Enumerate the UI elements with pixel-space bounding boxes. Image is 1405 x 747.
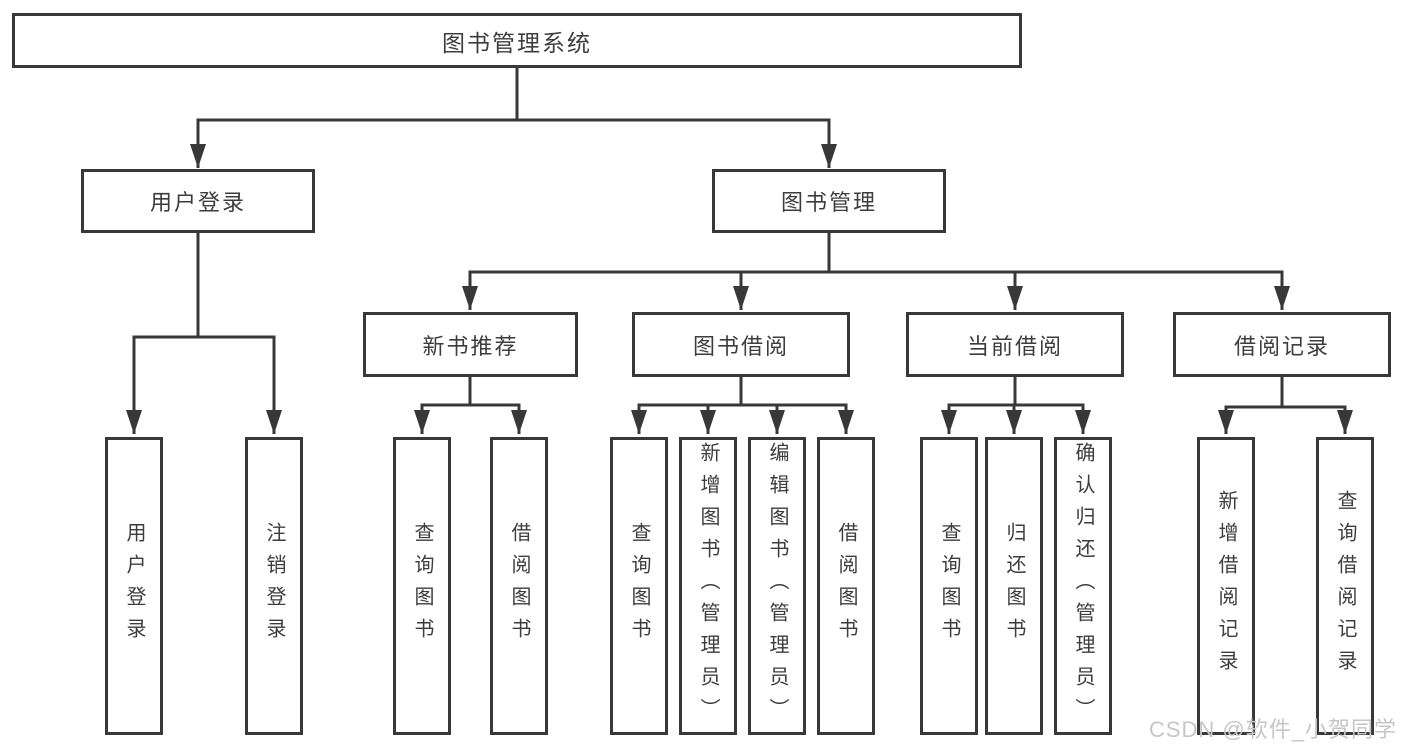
leaf-records-add-record-label: 新增借阅记录 [1215, 490, 1237, 682]
leaf-recommend-query-books: 查询图书 [393, 437, 451, 735]
leaf-current-query-books: 查询图书 [920, 437, 978, 735]
leaf-user-login: 用户登录 [105, 437, 163, 735]
csdn-watermark: CSDN @软件_小贺同学 [1148, 717, 1397, 742]
leaf-current-return-books: 归还图书 [985, 437, 1043, 735]
node-book-management: 图书管理 [712, 169, 946, 233]
leaf-user-login-label: 用户登录 [123, 522, 145, 650]
leaf-borrow-add-books: 新增图书（管理员） [679, 437, 737, 735]
leaf-logout-label: 注销登录 [263, 522, 285, 650]
leaf-current-return-books-label: 归还图书 [1003, 522, 1025, 650]
node-borrow-records: 借阅记录 [1173, 312, 1391, 377]
leaf-borrow-add-books-label: 新增图书（管理员） [697, 442, 719, 730]
leaf-records-query-record: 查询借阅记录 [1316, 437, 1374, 735]
leaf-current-confirm-return: 确认归还（管理员） [1054, 437, 1112, 735]
leaf-borrow-edit-books-label: 编辑图书（管理员） [766, 442, 788, 730]
leaf-records-query-record-label: 查询借阅记录 [1334, 490, 1356, 682]
leaf-borrow-borrow-books: 借阅图书 [817, 437, 875, 735]
leaf-records-add-record: 新增借阅记录 [1197, 437, 1255, 735]
node-book-borrow: 图书借阅 [632, 312, 850, 377]
leaf-borrow-query-books: 查询图书 [610, 437, 668, 735]
leaf-borrow-borrow-books-label: 借阅图书 [835, 522, 857, 650]
leaf-logout: 注销登录 [245, 437, 303, 735]
leaf-borrow-edit-books: 编辑图书（管理员） [748, 437, 806, 735]
node-user-login: 用户登录 [81, 169, 315, 233]
leaf-recommend-borrow-books-label: 借阅图书 [508, 522, 530, 650]
leaf-recommend-borrow-books: 借阅图书 [490, 437, 548, 735]
leaf-recommend-query-books-label: 查询图书 [411, 522, 433, 650]
node-new-book-recommend: 新书推荐 [363, 312, 578, 377]
leaf-current-confirm-return-label: 确认归还（管理员） [1072, 442, 1094, 730]
node-current-borrow: 当前借阅 [906, 312, 1124, 377]
leaf-current-query-books-label: 查询图书 [938, 522, 960, 650]
tree-spine-lines [132, 68, 1347, 409]
node-root: 图书管理系统 [12, 13, 1022, 68]
leaf-borrow-query-books-label: 查询图书 [628, 522, 650, 650]
